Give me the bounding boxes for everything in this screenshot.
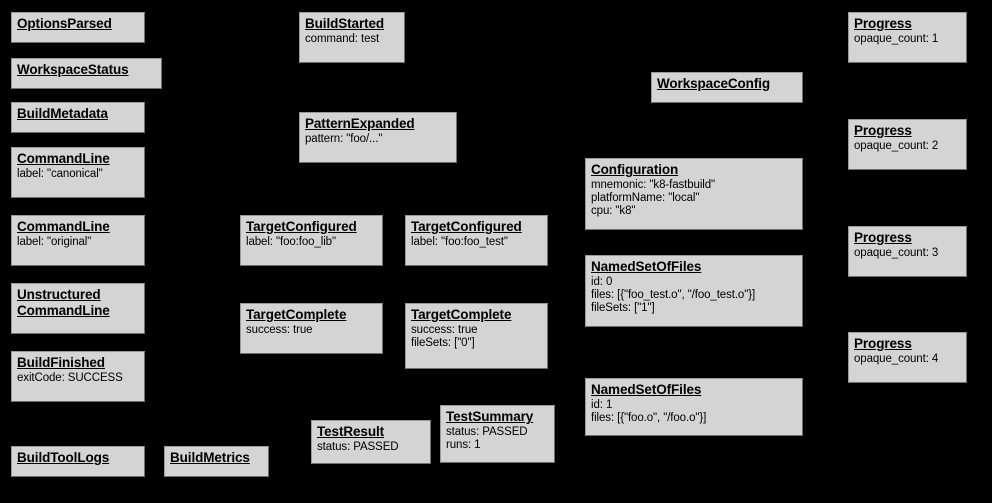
node-fields: status: PASSED runs: 1 <box>446 425 528 451</box>
node-title: Progress <box>854 16 912 31</box>
node-title: Progress <box>854 336 912 351</box>
node-title: TargetComplete <box>246 307 347 322</box>
node-build-metrics[interactable]: BuildMetrics <box>164 446 269 477</box>
node-title: Progress <box>854 230 912 245</box>
node-title: CommandLine <box>17 219 110 234</box>
node-fields: success: true fileSets: ["0"] <box>411 323 478 349</box>
node-fields: success: true <box>246 323 313 336</box>
node-fields: command: test <box>305 32 380 45</box>
node-fields: id: 1 files: [{"foo.o", "/foo.o"}] <box>591 398 707 424</box>
node-title: TargetConfigured <box>411 219 522 234</box>
node-options-parsed[interactable]: OptionsParsed <box>11 12 145 43</box>
node-title: WorkspaceStatus <box>17 62 129 77</box>
node-title: BuildStarted <box>305 16 385 31</box>
node-title: TestSummary <box>446 409 534 424</box>
node-fields: opaque_count: 2 <box>854 139 939 152</box>
node-unstructured-command-line[interactable]: Unstructured CommandLine <box>11 283 145 334</box>
node-fields: label: "foo:foo_test" <box>411 235 508 248</box>
node-title: BuildMetadata <box>17 106 108 121</box>
node-fields: label: "canonical" <box>17 167 103 180</box>
node-fields: opaque_count: 1 <box>854 32 939 45</box>
node-title: TargetComplete <box>411 307 512 322</box>
node-title: CommandLine <box>17 151 110 166</box>
node-fields: mnemonic: "k8-fastbuild" platformName: "… <box>591 178 716 217</box>
node-title: BuildToolLogs <box>17 450 110 465</box>
node-fields: label: "original" <box>17 235 92 248</box>
node-title: TargetConfigured <box>246 219 357 234</box>
node-workspace-status[interactable]: WorkspaceStatus <box>11 58 162 89</box>
node-title: NamedSetOfFiles <box>591 259 702 274</box>
node-fields: status: PASSED <box>317 440 399 453</box>
node-title: NamedSetOfFiles <box>591 382 702 397</box>
node-fields: opaque_count: 4 <box>854 352 939 365</box>
node-title: Progress <box>854 123 912 138</box>
node-title: BuildMetrics <box>170 450 250 465</box>
node-workspace-config[interactable]: WorkspaceConfig <box>651 72 803 103</box>
node-build-tool-logs[interactable]: BuildToolLogs <box>11 446 145 477</box>
node-fields: exitCode: SUCCESS <box>17 371 123 384</box>
node-title: Unstructured CommandLine <box>17 287 110 318</box>
node-fields: id: 0 files: [{"foo_test.o", "/foo_test.… <box>591 275 756 314</box>
node-build-metadata[interactable]: BuildMetadata <box>11 102 145 133</box>
node-title: TestResult <box>317 424 385 439</box>
node-title: WorkspaceConfig <box>657 76 771 91</box>
node-fields: pattern: "foo/..." <box>305 132 383 145</box>
node-title: BuildFinished <box>17 355 105 370</box>
node-title: PatternExpanded <box>305 116 415 131</box>
node-title: OptionsParsed <box>17 16 112 31</box>
node-title: Configuration <box>591 162 679 177</box>
node-fields: label: "foo:foo_lib" <box>246 235 336 248</box>
node-fields: opaque_count: 3 <box>854 246 939 259</box>
